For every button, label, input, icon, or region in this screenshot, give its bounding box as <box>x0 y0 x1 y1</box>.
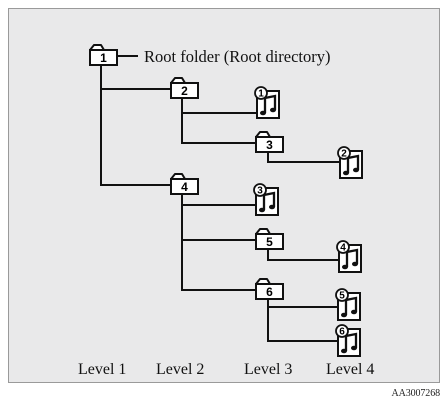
branch-track-2 <box>267 150 341 163</box>
music-track-icon: 5 <box>335 288 361 321</box>
music-track-icon: 4 <box>336 240 362 273</box>
level-1-label: Level 1 <box>78 361 126 378</box>
folder-number: 6 <box>266 285 273 299</box>
level-3-label: Level 3 <box>244 361 292 378</box>
track-number: 1 <box>258 89 264 100</box>
folder-number: 5 <box>266 235 273 249</box>
folder-icon: 3 <box>255 131 284 153</box>
track-number: 3 <box>257 186 263 197</box>
folder-number: 2 <box>181 84 188 98</box>
level-2-label: Level 2 <box>156 361 204 378</box>
tracks-layer: 1 2 3 4 5 6 <box>253 86 363 357</box>
folder-number: 1 <box>100 51 107 65</box>
root-folder-label: Root folder (Root directory) <box>144 47 331 66</box>
level-4-label: Level 4 <box>326 361 374 378</box>
folder-number: 3 <box>266 138 273 152</box>
reference-code: AA3007268 <box>391 388 440 399</box>
music-track-icon: 1 <box>254 86 280 119</box>
folder-icon: 5 <box>255 228 284 250</box>
tree-connectors <box>100 55 341 342</box>
folder-icon: 2 <box>170 77 199 99</box>
track-number: 4 <box>340 243 346 254</box>
track-number: 6 <box>339 327 345 338</box>
music-track-icon: 2 <box>337 146 363 179</box>
branch-track-4 <box>267 247 341 261</box>
folder-6-trunk <box>267 297 339 342</box>
folder-number: 4 <box>181 180 188 194</box>
folder-icon: 1 <box>89 44 118 66</box>
diagram-panel <box>8 8 440 383</box>
music-track-icon: 6 <box>335 324 361 357</box>
folders-layer: 1 2 3 4 5 6 <box>89 44 284 300</box>
music-track-icon: 3 <box>253 183 279 216</box>
track-number: 2 <box>341 149 347 160</box>
folder-icon: 4 <box>170 173 199 195</box>
track-number: 5 <box>339 291 345 302</box>
folder-icon: 6 <box>255 278 284 300</box>
